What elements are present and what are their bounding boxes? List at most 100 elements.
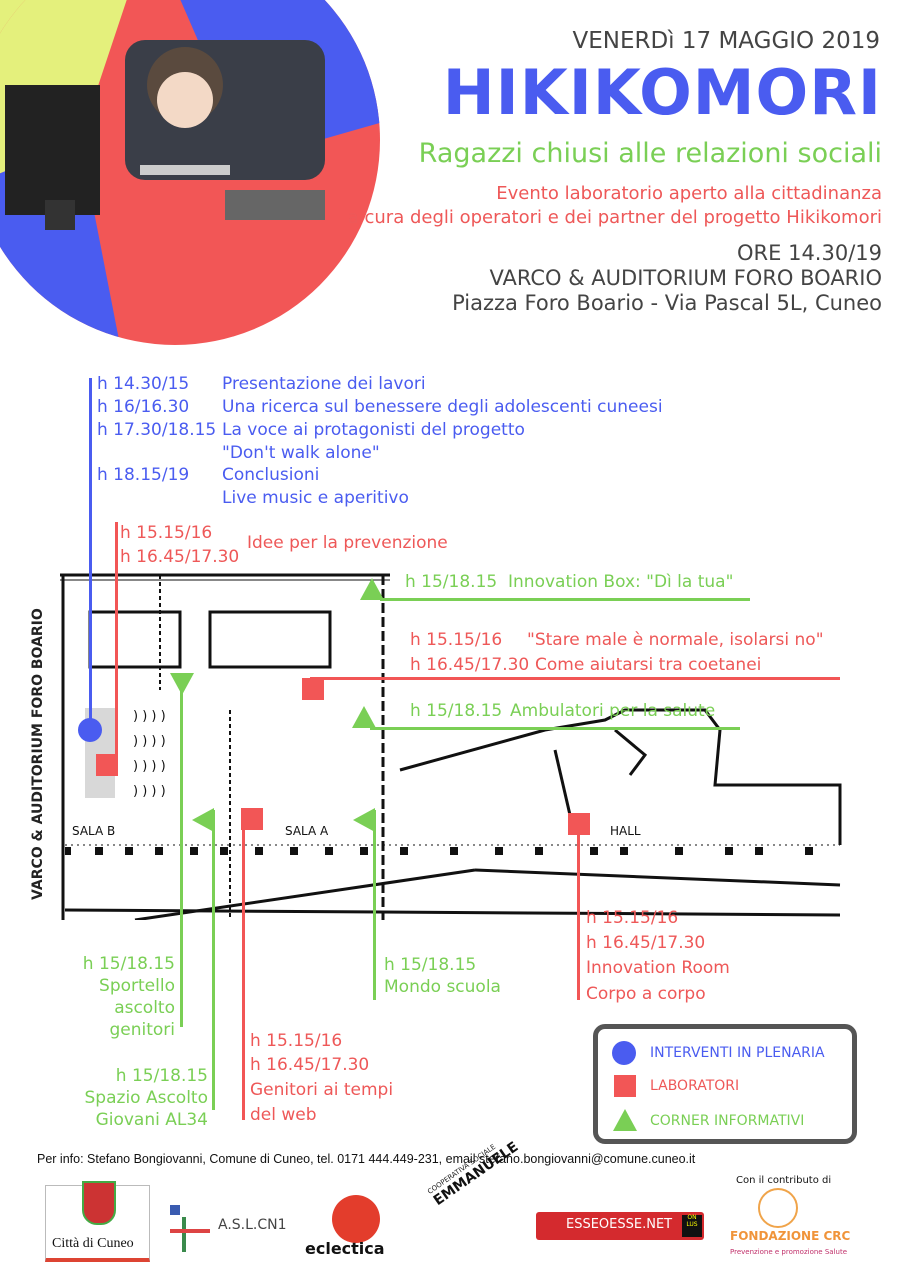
svg-text:) ) ) ): ) ) ) ) [133, 734, 166, 749]
crc-rings-icon [758, 1188, 798, 1228]
corner-connector [370, 727, 740, 730]
workshop-time: h 15/18.15 [410, 701, 503, 721]
legend-circle-icon [612, 1041, 636, 1065]
contact-info: Per info: Stefano Bongiovanni, Comune di… [37, 1152, 696, 1166]
workshop-title: genitori [109, 1020, 175, 1040]
corner-connector [373, 810, 376, 1000]
plenary-marker [78, 718, 102, 742]
workshop-time: h 15.15/16 [410, 630, 503, 650]
event-date: VENERDì 17 MAGGIO 2019 [572, 28, 880, 54]
page-title: HIKIKOMORI [442, 56, 882, 129]
corner-marker [360, 578, 384, 600]
corner-marker [352, 706, 376, 728]
subtitle: Ragazzi chiusi alle relazioni sociali [418, 138, 882, 169]
lab-connector [115, 522, 118, 762]
logo-esseoesse: ESSEOESSE.NET ON LUS [536, 1212, 704, 1240]
room-label-hall: HALL [610, 824, 641, 838]
schedule-time: h 17.30/18.15 [97, 420, 217, 440]
workshop-time: h 15.15/16 [250, 1031, 343, 1051]
workshop-title: Corpo a corpo [586, 984, 706, 1004]
workshop-title: Come aiutarsi tra coetanei [535, 655, 762, 675]
legend-labs: LABORATORI [650, 1078, 740, 1094]
room-label-sala-b: SALA B [72, 824, 116, 838]
workshop-title: Idee per la prevenzione [247, 533, 448, 553]
corner-connector [212, 810, 215, 1110]
workshop-title: Genitori ai tempi [250, 1080, 394, 1100]
lab-connector [242, 820, 245, 1120]
svg-text:) ) ) ): ) ) ) ) [133, 709, 166, 724]
logo-emmanuele: COOPERATIVA SOCIALE EMMANUELE [426, 1132, 521, 1209]
description-line-1: Evento laboratorio aperto alla cittadina… [496, 183, 882, 204]
venue-vertical-label: VARCO & AUDITORIUM FORO BOARIO [30, 608, 46, 900]
corner-connector [180, 680, 183, 1027]
corner-marker [353, 808, 375, 832]
logo-text: Città di Cuneo [52, 1236, 134, 1251]
logo-text: FONDAZIONE CRC [730, 1229, 851, 1243]
schedule-text: Live music e aperitivo [222, 488, 409, 508]
workshop-title: Spazio Ascolto [84, 1088, 208, 1108]
legend-square-icon [614, 1075, 636, 1097]
workshop-time: h 15.15/16 [586, 908, 679, 928]
workshop-title: Mondo scuola [384, 977, 501, 997]
description-line-2: a cura degli operatori e dei partner del… [347, 207, 882, 228]
schedule-time: h 14.30/15 [97, 374, 190, 394]
floor-plan: ) ) ) ) ) ) ) ) ) ) ) ) ) ) ) ) [60, 573, 842, 920]
workshop-time: h 16.45/17.30 [250, 1055, 370, 1075]
lab-marker [568, 813, 590, 835]
workshop-title: Giovani AL34 [95, 1110, 208, 1130]
legend-corner: CORNER INFORMATIVI [650, 1113, 805, 1129]
lab-connector [310, 677, 840, 680]
schedule-text: Una ricerca sul benessere degli adolesce… [222, 397, 663, 417]
workshop-time: h 16.45/17.30 [586, 933, 706, 953]
schedule-text: La voce ai protagonisti del progetto [222, 420, 525, 440]
workshop-time: h 15/18.15 [115, 1066, 208, 1086]
workshop-time: h 15/18.15 [405, 572, 498, 592]
workshop-title: Sportello [99, 976, 175, 996]
svg-text:) ) ) ): ) ) ) ) [133, 759, 166, 774]
plenary-connector [89, 378, 92, 728]
logo-text: EMMANUELE [430, 1138, 522, 1210]
logo-text: eclectica [305, 1239, 385, 1258]
lab-connector [577, 830, 580, 1000]
lab-marker [241, 808, 263, 830]
schedule-time: h 18.15/19 [97, 465, 190, 485]
schedule-time: h 16/16.30 [97, 397, 190, 417]
schedule-text: "Don't walk alone" [222, 443, 380, 463]
workshop-time: h 15/18.15 [82, 954, 175, 974]
lab-marker [302, 678, 324, 700]
workshop-title: ascolto [114, 998, 175, 1018]
computer-monitor-icon [5, 85, 100, 230]
legend: INTERVENTI IN PLENARIA LABORATORI CORNER… [593, 1024, 857, 1144]
coat-of-arms-icon [82, 1181, 116, 1225]
workshop-time: h 16.45/17.30 [120, 547, 240, 567]
svg-text:) ) ) ): ) ) ) ) [133, 784, 166, 799]
logo-text: Prevenzione e promozione Salute [730, 1248, 848, 1256]
schedule-text: Conclusioni [222, 465, 320, 485]
legend-triangle-icon [613, 1109, 637, 1131]
hero-illustration [0, 0, 390, 345]
event-address: Piazza Foro Boario - Via Pascal 5L, Cune… [452, 291, 882, 315]
workshop-time: h 16.45/17.30 [410, 655, 530, 675]
room-label-sala-a: SALA A [285, 824, 329, 838]
logo-badge: ON LUS [682, 1214, 702, 1237]
seating-rows: ) ) ) ) ) ) ) ) ) ) ) ) ) ) ) ) [133, 709, 166, 799]
logo-text: ESSEOESSE.NET [566, 1217, 673, 1232]
corner-marker [192, 808, 214, 832]
workshop-title: Ambulatori per la salute [510, 701, 716, 721]
workshop-time: h 15.15/16 [120, 523, 213, 543]
schedule-text: Presentazione dei lavori [222, 374, 426, 394]
logo-citta-di-cuneo: Città di Cuneo [45, 1181, 150, 1262]
contribution-label: Con il contributo di [736, 1175, 832, 1186]
corner-connector [380, 598, 750, 601]
logo-text: A.S.L.CN1 [218, 1217, 287, 1233]
workshop-title: Innovation Room [586, 958, 730, 978]
armchair-figure-icon [125, 40, 325, 220]
legend-plenary: INTERVENTI IN PLENARIA [650, 1045, 825, 1061]
lab-marker [96, 754, 118, 776]
workshop-time: h 15/18.15 [384, 955, 477, 975]
workshop-title: "Stare male è normale, isolarsi no" [527, 630, 824, 650]
corner-marker [170, 673, 194, 695]
event-time: ORE 14.30/19 [737, 241, 882, 265]
workshop-title: del web [250, 1105, 317, 1125]
workshop-title: Innovation Box: "Dì la tua" [508, 572, 734, 592]
